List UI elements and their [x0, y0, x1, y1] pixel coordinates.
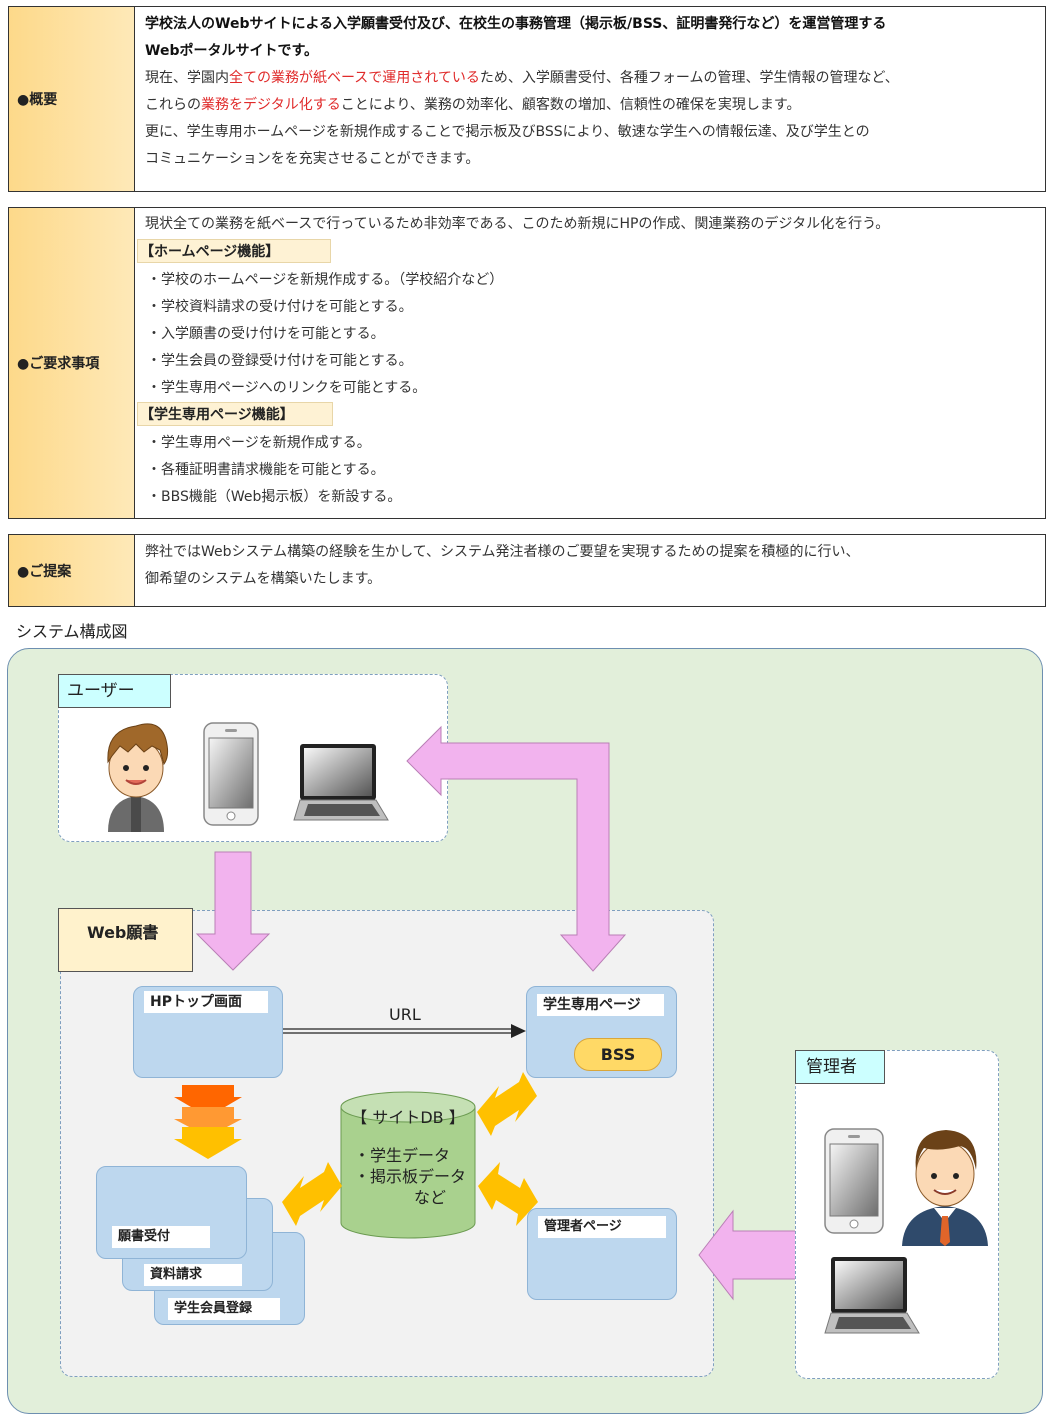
hp-top-label: HPトップ画面 — [144, 991, 268, 1013]
requirements-body: 現状全ての業務を紙ベースで行っているため非効率である、このため新規にHPの作成、… — [135, 208, 1045, 518]
admin-person-icon — [902, 1130, 988, 1246]
highlight-text: 全ての業務が紙ベースで運用されている — [229, 70, 480, 86]
admin-page-label: 管理者ページ — [538, 1216, 666, 1238]
laptop-icon — [293, 744, 389, 821]
stack-label-application: 願書受付 — [112, 1226, 210, 1248]
overview-body: 学校法人のWebサイトによる入学願書受付及び、在校生の事務管理（掲示板/BSS、… — [135, 7, 1045, 191]
db-item: など — [414, 1188, 447, 1207]
proposal-line: 御希望のシステムを構築いたします。 — [145, 571, 382, 587]
site-db-cylinder — [340, 1091, 476, 1239]
student-heading: 【学生専用ページ機能】 — [137, 402, 333, 426]
db-stack-double-arrow — [282, 1162, 342, 1226]
db-admin-double-arrow — [478, 1162, 538, 1226]
list-item: ・学校のホームページを新規作成する。（学校紹介など） — [147, 272, 504, 288]
overview-line: 更に、学生専用ホームページを新規作成することで掲示板及びBSSにより、敏速な学生… — [145, 124, 870, 140]
text-span: これらの — [145, 97, 201, 113]
proposal-body: 弊社ではWebシステム構築の経験を生かして、システム発注者様のご要望を実現するた… — [135, 535, 1045, 606]
admin-laptop-icon — [824, 1257, 920, 1334]
highlight-text: 業務をデジタル化する — [201, 97, 341, 113]
overview-line: 現在、学園内全ての業務が紙ベースで運用されているため、入学願書受付、各種フォーム… — [145, 65, 1035, 92]
diagram-title: システム構成図 — [16, 622, 128, 641]
student-heading-row: 【学生専用ページ機能】 — [137, 402, 1035, 430]
admin-tag: 管理者 — [795, 1050, 885, 1084]
proposal-table: ●ご提案 弊社ではWebシステム構築の経験を生かして、システム発注者様のご要望を… — [8, 534, 1046, 607]
hp-heading-row: 【ホームページ機能】 — [137, 239, 1035, 267]
list-item: ・BBS機能（Web掲示板）を新設する。 — [147, 489, 402, 505]
overview-table: ●概要 学校法人のWebサイトによる入学願書受付及び、在校生の事務管理（掲示板/… — [8, 6, 1046, 192]
list-item: ・各種証明書請求機能を可能とする。 — [147, 462, 385, 478]
text-span: ため、入学願書受付、各種フォームの管理、学生情報の管理など、 — [479, 70, 899, 86]
overview-line: これらの業務をデジタル化することにより、業務の効率化、顧客数の増加、信頼性の確保… — [145, 92, 1035, 119]
admin-smartphone-icon — [824, 1128, 884, 1234]
overview-label: ●概要 — [9, 7, 135, 191]
hp-heading: 【ホームページ機能】 — [137, 239, 331, 263]
list-item: ・学生専用ページを新規作成する。 — [147, 435, 371, 451]
db-student-double-arrow — [477, 1072, 537, 1136]
list-item: ・入学願書の受け付けを可能とする。 — [147, 326, 385, 342]
pink-elbow-arrow — [406, 725, 627, 972]
requirements-table: ●ご要求事項 現状全ての業務を紙ベースで行っているため非効率である、このため新規… — [8, 207, 1046, 519]
text-span: 現在、学園内 — [145, 70, 229, 86]
user-tag: ユーザー — [58, 674, 171, 708]
overview-line: Webポータルサイトです。 — [145, 43, 319, 59]
list-item: ・学校資料請求の受け付けを可能とする。 — [147, 299, 413, 315]
pink-down-arrow — [195, 851, 271, 971]
url-arrow — [283, 1024, 526, 1038]
stack-label-materials: 資料請求 — [144, 1264, 242, 1286]
orange-chevron-arrow — [174, 1085, 242, 1159]
proposal-label: ●ご提案 — [9, 535, 135, 606]
overview-line: コミュニケーションをを充実させることができます。 — [145, 151, 480, 167]
db-item: ・学生データ — [354, 1146, 451, 1165]
bss-badge: BSS — [574, 1038, 662, 1071]
list-item: ・学生専用ページへのリンクを可能とする。 — [147, 380, 427, 396]
overview-line: 学校法人のWebサイトによる入学願書受付及び、在校生の事務管理（掲示板/BSS、… — [145, 16, 887, 32]
student-avatar-icon — [107, 723, 169, 832]
proposal-line: 弊社ではWebシステム構築の経験を生かして、システム発注者様のご要望を実現するた… — [145, 544, 860, 560]
requirements-label: ●ご要求事項 — [9, 208, 135, 518]
url-label: URL — [389, 1005, 421, 1024]
requirements-intro: 現状全ての業務を紙ベースで行っているため非効率である、このため新規にHPの作成、… — [145, 216, 890, 232]
text-span: ことにより、業務の効率化、顧客数の増加、信頼性の確保を実現します。 — [340, 97, 801, 113]
student-page-label: 学生専用ページ — [537, 994, 664, 1016]
web-tag: Web願書 — [58, 908, 193, 972]
db-title: 【 サイトDB 】 — [351, 1108, 465, 1127]
smartphone-icon — [203, 722, 259, 826]
list-item: ・学生会員の登録受け付けを可能とする。 — [147, 353, 413, 369]
db-item: ・掲示板データ — [354, 1167, 467, 1186]
stack-label-member: 学生会員登録 — [168, 1298, 280, 1320]
